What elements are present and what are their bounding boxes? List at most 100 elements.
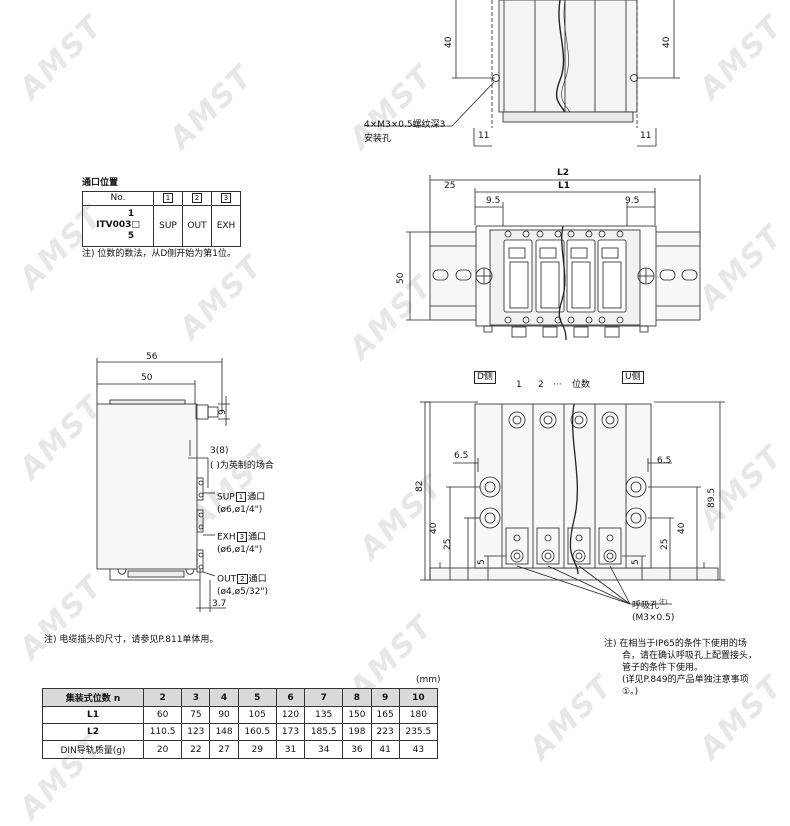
d-side-label: D侧 [474, 371, 496, 384]
table-cell: 36 [342, 740, 372, 759]
dim-bottom-40-left: 40 [429, 522, 439, 534]
table-cell: 110.5 [142, 723, 183, 741]
spec-col-header: 4 [209, 688, 239, 707]
table-cell: 75 [181, 706, 211, 724]
table-cell: 27 [209, 740, 239, 759]
mount-hole-note: 安装孔 [364, 134, 392, 144]
port-table-note: 注) 位数的数法，从D侧开始为第1位。 [82, 249, 237, 259]
table-cell: 41 [370, 740, 400, 759]
port-cell-out: OUT [182, 204, 212, 247]
table-cell: 43 [398, 740, 439, 759]
spec-col-header: 8 [342, 688, 372, 707]
label-out-size: (ø4,ø5/32") [217, 587, 268, 597]
table-cell: 223 [370, 723, 400, 741]
table-cell: 135 [304, 706, 344, 724]
port-table-header-2: 2 [182, 191, 212, 206]
row-label-l1: L1 [42, 706, 144, 724]
spec-header-label: 集装式位数 n [42, 688, 144, 707]
spec-col-header: 3 [181, 688, 211, 707]
breath-hole-label: 呼吸孔注) [632, 599, 668, 611]
spec-col-header: 9 [370, 688, 400, 707]
table-cell: 180 [398, 706, 439, 724]
dim-side-50: 50 [141, 373, 153, 383]
position-2: 2 [538, 380, 544, 390]
model-main: ITV003□ [96, 220, 140, 230]
row-label-din-rail-mass: DIN导轨质量(g) [42, 740, 144, 759]
dim-side-56: 56 [146, 352, 158, 362]
ip65-note-line5: ①。) [622, 687, 639, 697]
dim-front-9-5-left: 9.5 [486, 196, 501, 206]
dim-bottom-6-5-left: 6.5 [454, 451, 469, 461]
spec-col-header: 6 [275, 688, 306, 707]
table-cell: 22 [181, 740, 211, 759]
ip65-note-line2: 合，请在确认呼吸孔上配置接头， [622, 651, 758, 661]
spec-table: 集装式位数 n 2 3 4 5 6 7 8 9 10 L1 60 75 90 1… [42, 688, 439, 759]
dim-side-9: 9 [218, 409, 228, 415]
table-cell: 185.5 [304, 723, 344, 741]
label-sup-size: (ø6,ø1/4") [217, 505, 263, 515]
position-label: 位数 [572, 380, 591, 390]
table-cell: 150 [342, 706, 372, 724]
label-imperial-note: ( )为英制的场合 [210, 461, 274, 471]
dim-bottom-25-left: 25 [443, 538, 453, 550]
cable-note: 注) 电缆插头的尺寸，请参见P.811单体用。 [44, 635, 219, 645]
label-3-8: 3(8) [210, 446, 229, 456]
port-table-header-no: No. [82, 191, 154, 206]
table-cell: 160.5 [237, 723, 277, 741]
spec-col-header: 10 [398, 688, 439, 707]
port-table-header-1: 1 [153, 191, 183, 206]
spec-col-header: 7 [304, 688, 344, 707]
dim-top-left-11: 11 [478, 131, 490, 141]
table-row: L1 60 75 90 105 120 135 150 165 180 [42, 706, 439, 724]
dim-bottom-82: 82 [415, 480, 425, 492]
dim-bottom-6-5-right: 6.5 [657, 456, 672, 466]
spec-table-unit: (mm) [416, 675, 441, 685]
dim-l1: L1 [558, 181, 570, 191]
port-table-model: 1 ITV003□ 5 [82, 204, 154, 247]
u-side-label: U侧 [622, 371, 644, 384]
dim-front-25: 25 [444, 181, 456, 191]
table-cell: 34 [304, 740, 344, 759]
table-row: L2 110.5 123 148 160.5 173 185.5 198 223… [42, 723, 439, 741]
dim-l2: L2 [557, 168, 569, 178]
table-cell: 20 [142, 740, 183, 759]
dim-top-right-11: 11 [640, 131, 652, 141]
table-cell: 123 [181, 723, 211, 741]
dim-side-3-7: 3.7 [212, 599, 227, 609]
table-cell: 90 [209, 706, 239, 724]
port-cell-exh: EXH [211, 204, 241, 247]
table-cell: 120 [275, 706, 306, 724]
dim-bottom-5-right: 5 [631, 559, 641, 565]
port-cell-sup: SUP [153, 204, 183, 247]
position-1: 1 [516, 380, 522, 390]
dim-bottom-40-right: 40 [677, 522, 687, 534]
port-table-title: 通口位置 [82, 178, 119, 188]
table-cell: 148 [209, 723, 239, 741]
breath-hole-size: (M3×0.5) [632, 613, 675, 623]
dim-top-left-40: 40 [444, 36, 454, 48]
model-bottom: 5 [127, 231, 135, 241]
dim-bottom-89-5: 89.5 [707, 487, 717, 508]
table-cell: 29 [237, 740, 277, 759]
dim-bottom-5-left: 5 [477, 559, 487, 565]
table-cell: 173 [275, 723, 306, 741]
dim-front-9-5-right: 9.5 [625, 196, 640, 206]
dim-bottom-25-right: 25 [660, 538, 670, 550]
table-cell: 31 [275, 740, 306, 759]
table-cell: 235.5 [398, 723, 439, 741]
table-row: DIN导轨质量(g) 20 22 27 29 31 34 36 41 43 [42, 740, 439, 759]
spec-table-header-row: 集装式位数 n 2 3 4 5 6 7 8 9 10 [42, 688, 439, 707]
port-table-header-3: 3 [211, 191, 241, 206]
table-cell: 60 [142, 706, 183, 724]
dim-top-right-40: 40 [662, 36, 672, 48]
spec-col-header: 5 [237, 688, 277, 707]
row-label-l2: L2 [42, 723, 144, 741]
table-cell: 105 [237, 706, 277, 724]
table-cell: 198 [342, 723, 372, 741]
label-exh-size: (ø6,ø1/4") [217, 545, 263, 555]
ip65-note-line3: 管子的条件下使用。 [622, 663, 704, 673]
